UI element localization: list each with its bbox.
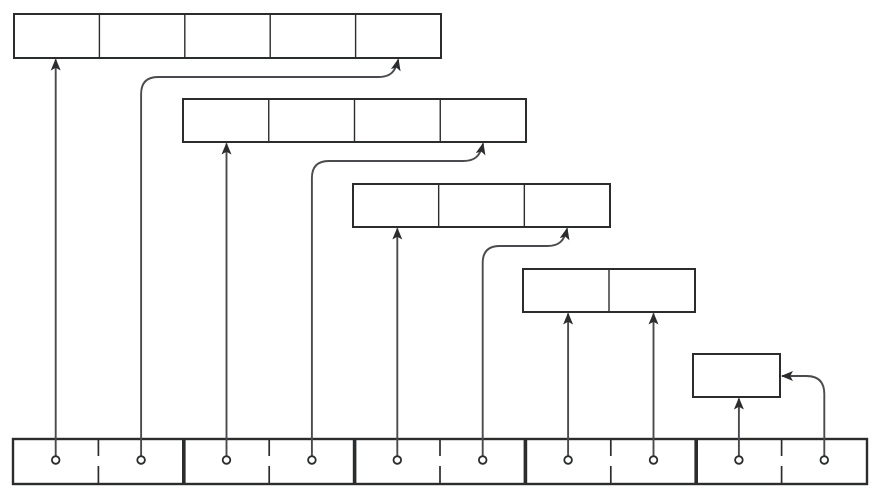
pointer-dot bbox=[136, 455, 146, 465]
row-box-5 bbox=[692, 353, 781, 398]
row-box-4 bbox=[522, 268, 696, 313]
pointer-arrow bbox=[310, 142, 486, 457]
pointer-dot bbox=[648, 455, 659, 465]
pointer-dot bbox=[392, 455, 402, 465]
pointer-arrow bbox=[481, 227, 570, 457]
pointer-arrows bbox=[50, 58, 826, 457]
pointer-arrow bbox=[140, 58, 401, 457]
row-box-2 bbox=[182, 98, 527, 143]
row-boxes bbox=[13, 13, 781, 398]
row-box-outline bbox=[352, 183, 611, 228]
row-box-outline bbox=[13, 13, 442, 59]
pointer-dot bbox=[734, 455, 744, 465]
row-box-3 bbox=[352, 183, 611, 228]
row-box-outline bbox=[692, 353, 781, 398]
bottom-pointer-array bbox=[11, 437, 869, 486]
pointer-dot bbox=[51, 455, 61, 465]
pointer-dot bbox=[221, 455, 232, 465]
pointer-dots bbox=[51, 455, 829, 465]
pointer-dot bbox=[563, 455, 573, 465]
pointer-dot bbox=[819, 455, 829, 465]
pointer-dot bbox=[478, 455, 488, 465]
pointer-dot bbox=[307, 455, 317, 465]
pointer-arrow bbox=[781, 371, 826, 457]
row-box-1 bbox=[13, 13, 442, 59]
